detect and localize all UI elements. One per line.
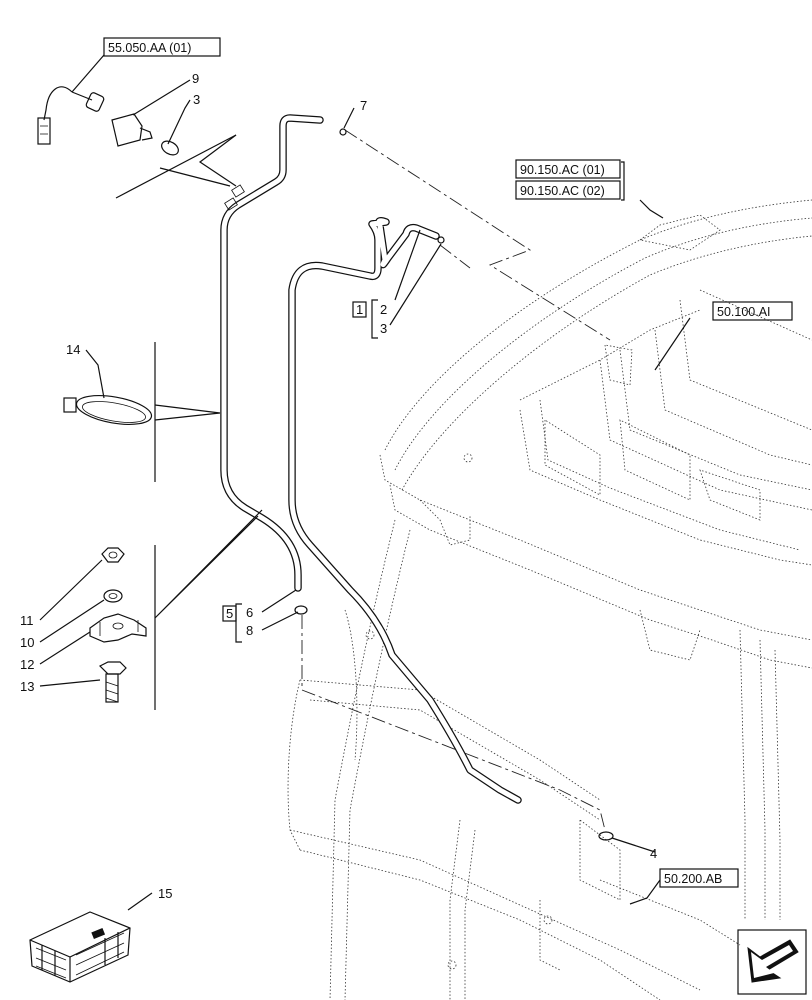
callout-11[interactable]: 11 <box>20 613 34 628</box>
hose-left <box>220 114 324 592</box>
arrow-left-down-icon[interactable] <box>737 929 807 995</box>
hose-right <box>288 216 522 804</box>
callout-8[interactable]: 8 <box>246 623 253 638</box>
callout-4[interactable]: 4 <box>650 846 657 861</box>
callout-2[interactable]: 2 <box>380 302 387 317</box>
callout-7[interactable]: 7 <box>360 98 367 113</box>
cab-pillar-outline <box>287 453 781 1000</box>
o-ring-8 <box>294 605 308 615</box>
ref-50100[interactable]: 50.100.AI <box>712 301 793 321</box>
callout-10[interactable]: 10 <box>20 635 34 650</box>
assembly-lines <box>301 129 611 831</box>
callout-12[interactable]: 12 <box>20 657 34 672</box>
callout-9[interactable]: 9 <box>192 71 199 86</box>
ref-55050[interactable]: 55.050.AA (01) <box>103 37 221 57</box>
callout-box-5 <box>222 605 237 622</box>
callout-15[interactable]: 15 <box>158 886 172 901</box>
o-ring-4 <box>598 831 614 841</box>
callout-brackets <box>235 161 625 643</box>
ref-50200-label: 50.200.AB <box>664 872 722 886</box>
cable-strap <box>63 394 153 426</box>
callout-3-sensor[interactable]: 3 <box>193 92 200 107</box>
callout-1[interactable]: 1 <box>356 302 363 317</box>
o-ring-3 <box>437 236 445 244</box>
kit-box <box>29 911 131 983</box>
ref-50200[interactable]: 50.200.AB <box>659 868 739 888</box>
callout-box-1 <box>352 301 367 318</box>
leader-lines <box>39 54 691 911</box>
callout-3[interactable]: 3 <box>380 321 387 336</box>
callout-6[interactable]: 6 <box>246 605 253 620</box>
callout-14[interactable]: 14 <box>66 342 80 357</box>
sensor-assembly <box>37 86 179 156</box>
callout-13[interactable]: 13 <box>20 679 34 694</box>
ref-90150-01-label: 90.150.AC (01) <box>520 163 605 177</box>
o-ring-7 <box>339 128 347 136</box>
ref-90150-02-label: 90.150.AC (02) <box>520 184 605 198</box>
hardware-stack <box>89 547 147 703</box>
ref-90150-02[interactable]: 90.150.AC (02) <box>515 180 621 200</box>
callout-5[interactable]: 5 <box>226 606 233 621</box>
ref-90150-01[interactable]: 90.150.AC (01) <box>515 159 621 179</box>
ref-55050-label: 55.050.AA (01) <box>108 41 191 55</box>
cab-roof-outline <box>379 199 812 669</box>
ref-50100-label: 50.100.AI <box>717 305 771 319</box>
